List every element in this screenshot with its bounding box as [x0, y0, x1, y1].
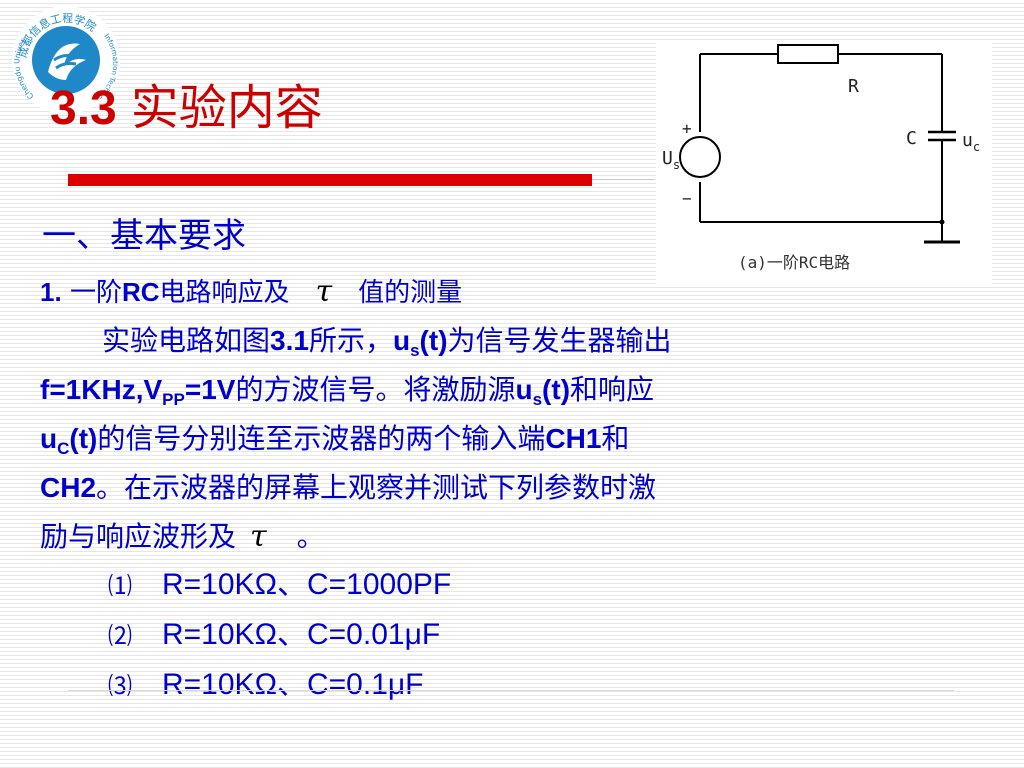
subheading-number: 1. — [40, 277, 62, 307]
list-marker: ⑵ — [108, 622, 132, 650]
uc-sub: C — [57, 439, 70, 458]
para-text: 所示， — [308, 324, 393, 357]
para-text: 和 — [601, 422, 630, 455]
subheading-suffix: 值的测量 — [358, 278, 463, 308]
para-text: 励与响应波形及 — [40, 520, 237, 553]
tau-symbol: τ — [315, 274, 333, 309]
channel-2: CH2 — [40, 472, 97, 503]
figure-number: 3.1 — [270, 325, 309, 356]
parameter-value: R=10KΩ、C=1000PF — [162, 568, 452, 601]
uc-label: uc — [962, 130, 980, 154]
para-text: 的方波信号。将激励源 — [235, 373, 516, 406]
list-marker: ⑶ — [108, 672, 132, 700]
resistor-label: R — [848, 76, 859, 97]
subheading-middle: 电路响应及 — [159, 278, 290, 308]
uc-arg: (t) — [69, 423, 98, 454]
vpp-value: =1V — [184, 374, 236, 405]
circuit-caption: (a)一阶RC电路 — [738, 253, 850, 272]
university-logo: 成都信息工程学院 Chengdu University of Informati… — [2, 0, 128, 118]
plus-sign: + — [682, 119, 692, 138]
list-item: ⑵ R=10KΩ、C=0.01μF — [108, 612, 451, 662]
us-sub: s — [532, 390, 543, 409]
us-var: u — [392, 325, 411, 356]
uc-var: u — [40, 423, 58, 454]
para-text: 。在示波器的屏幕上观察并测试下列参数时激 — [96, 471, 657, 504]
para-text: 。 — [296, 520, 325, 553]
tau-symbol: τ — [250, 519, 267, 554]
para-text: 实验电路如图 — [102, 324, 271, 357]
footer-divider — [68, 690, 954, 691]
slide-title-text: 实验内容 — [130, 80, 323, 136]
slide-title-number: 3.3 — [50, 82, 117, 135]
title-underline-thin — [592, 179, 654, 180]
list-item: ⑶ R=10KΩ、C=0.1μF — [108, 662, 451, 712]
resistor-symbol — [777, 44, 839, 64]
parameter-value: R=10KΩ、C=0.1μF — [162, 668, 424, 701]
list-marker: ⑴ — [108, 572, 132, 600]
channel-1: CH1 — [545, 423, 602, 454]
subheading-rc: RC — [121, 277, 160, 307]
voltage-source-symbol — [679, 136, 721, 178]
rc-circuit-diagram: R C uc Us + − (a)一阶RC电路 — [656, 42, 992, 284]
parameter-list: ⑴ R=10KΩ、C=1000PF ⑵ R=10KΩ、C=0.01μF ⑶ R=10K… — [108, 562, 451, 712]
section-heading: 一、基本要求 — [42, 216, 246, 256]
minus-sign: − — [682, 189, 692, 208]
list-item: ⑴ R=10KΩ、C=1000PF — [108, 562, 451, 612]
title-underline-bar — [68, 174, 592, 186]
us-arg: (t) — [419, 325, 448, 356]
para-text: 为信号发生器输出 — [447, 324, 672, 357]
us-var: u — [515, 374, 533, 405]
us-label: Us — [662, 148, 680, 172]
para-text: 和响应 — [570, 373, 655, 406]
capacitor-label: C — [906, 128, 917, 149]
subheading: 1. 一阶RC电路响应及 τ 值的测量 — [40, 272, 462, 313]
freq-spec: f=1KHz,V — [40, 374, 163, 405]
vpp-sub: PP — [162, 390, 185, 409]
parameter-value: R=10KΩ、C=0.01μF — [162, 618, 441, 651]
us-arg: (t) — [542, 374, 571, 405]
subheading-prefix: 一阶 — [69, 278, 122, 308]
para-text: 的信号分别连至示波器的两个输入端 — [97, 422, 546, 455]
us-sub: s — [410, 341, 420, 360]
